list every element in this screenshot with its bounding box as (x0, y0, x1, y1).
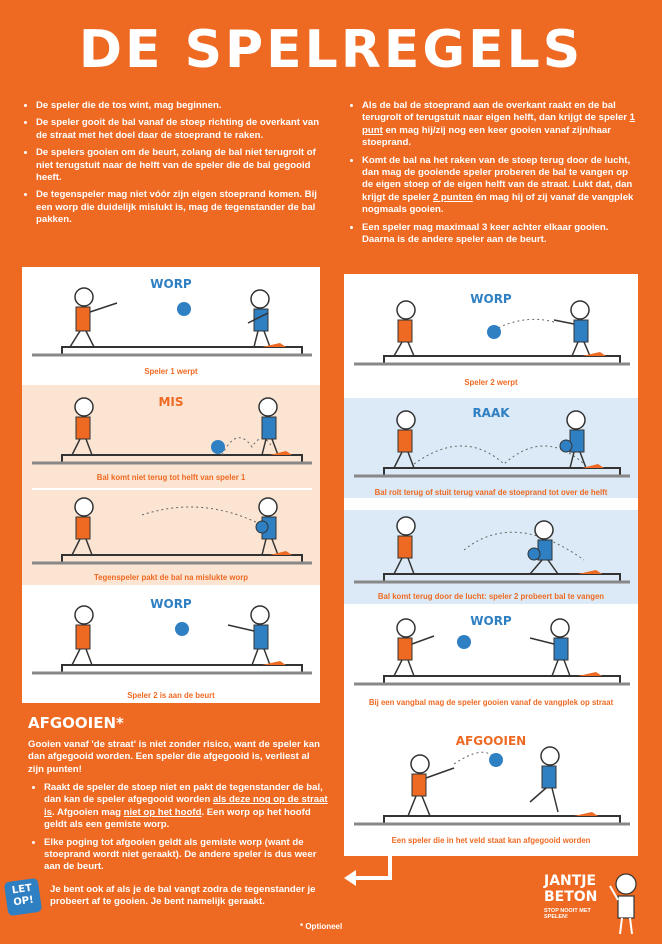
scene-right-4: WORP Bij een vangbal mag de speler gooie… (344, 604, 638, 712)
scene-left-2: MIS Bal komt niet terug tot helft van sp… (22, 385, 320, 485)
scene-left-1: WORP Speler 1 werpt (22, 267, 320, 385)
rule-item: De speler die de tos wint, mag beginnen. (36, 100, 322, 112)
scene-caption: Speler 2 werpt (464, 378, 518, 387)
afgooien-title: AFGOOIEN* (28, 714, 124, 732)
throw-illustration (32, 605, 312, 675)
scene-label: MIS (158, 395, 184, 409)
rule-item: Een speler mag maximaal 3 keer achter el… (362, 222, 638, 247)
pickup-illustration (32, 488, 312, 565)
scene-caption: Bal komt niet terug tot helft van speler… (96, 473, 246, 482)
scene-caption: Speler 1 werpt (144, 367, 198, 376)
scene-caption: Tegenspeler pakt de bal na mislukte worp (93, 573, 249, 582)
arrow-left-icon (344, 854, 392, 886)
scene-label: WORP (150, 277, 192, 291)
scene-label: WORP (150, 597, 192, 611)
scene-caption: Een speler die in het veld staat kan afg… (391, 836, 591, 845)
scene-right-3: Bal komt terug door de lucht: speler 2 p… (344, 510, 638, 604)
rule-item: De speler gooit de bal vanaf de stoep ri… (36, 117, 322, 142)
scene-caption: Bal rolt terug of stuit terug vanaf de s… (374, 488, 608, 497)
catch-illustration (354, 516, 630, 584)
rules-left: De speler die de tos wint, mag beginnen.… (22, 100, 322, 232)
list-item: Elke poging tot afgooien geldt als gemis… (44, 837, 330, 874)
rules-right: Als de bal de stoeprand aan de overkant … (348, 100, 638, 251)
list-item: Raakt de speler de stoep niet en pakt de… (44, 782, 330, 832)
page-title: DE SPELREGELS (78, 20, 584, 80)
afgooien-intro: Gooien vanaf 'de straat' is niet zonder … (28, 739, 320, 775)
scene-right-5: AFGOOIEN Een speler die in het veld staa… (344, 724, 638, 856)
scene-label: RAAK (472, 406, 510, 420)
rule-item: De spelers gooien om de beurt, zolang de… (36, 147, 322, 184)
footnote: * Optioneel (300, 922, 343, 931)
scene-right-2: RAAK (344, 398, 638, 498)
scene-label: WORP (470, 614, 512, 628)
hit-illustration (354, 410, 630, 478)
throw-illustration (354, 300, 630, 366)
left-illustration-card: WORP Speler 1 werpt MIS (22, 267, 320, 703)
scene-caption: Speler 2 is aan de beurt (127, 691, 215, 700)
scene-left-3: Tegenspeler pakt de bal na mislukte worp (22, 485, 320, 585)
jantje-beton-logo: JANTJE BETON STOP NOOIT MET SPELEN! (538, 868, 648, 938)
let-op-text: Je bent ook af als je de bal vangt zodra… (50, 884, 316, 908)
rule-item: De tegenspeler mag niet vóór zijn eigen … (36, 189, 322, 226)
throw-illustration (32, 287, 312, 357)
scene-caption: Bij een vangbal mag de speler gooien van… (368, 698, 614, 707)
afgooien-list: Raakt de speler de stoep niet en pakt de… (30, 782, 330, 879)
scene-right-1: WORP Speler 2 werpt (344, 274, 638, 392)
scene-left-4: WORP Speler 2 is aan de beurt (22, 585, 320, 703)
mascot-icon (609, 873, 637, 935)
right-illustration-card: WORP Speler 2 werpt RAAK (344, 274, 638, 856)
miss-illustration (32, 397, 312, 465)
rule-item: Als de bal de stoeprand aan de overkant … (362, 100, 638, 150)
scene-caption: Bal komt terug door de lucht: speler 2 p… (377, 592, 605, 601)
afgooien-illustration (354, 746, 630, 826)
rule-item: Komt de bal na het raken van de stoep te… (362, 155, 638, 217)
scene-label: WORP (470, 292, 512, 306)
scene-label: AFGOOIEN (455, 734, 527, 748)
throw-from-catch-illustration (354, 618, 630, 686)
let-op-badge: LET OP! (3, 877, 43, 917)
